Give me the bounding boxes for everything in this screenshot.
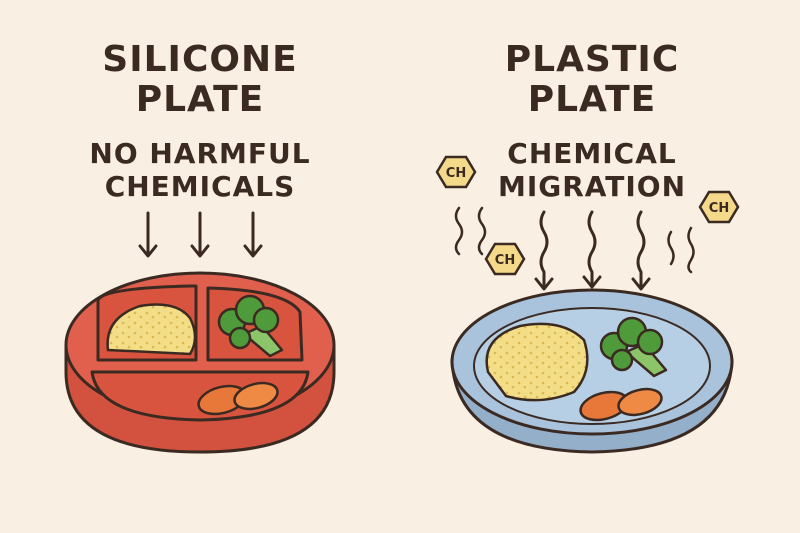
right-title: PLASTIC PLATE <box>442 40 742 120</box>
right-subtitle-line2: MIGRATION <box>497 170 687 203</box>
chemical-badge-icon: CH <box>435 155 477 189</box>
wavy-down-arrow-icon <box>631 210 651 291</box>
left-subtitle-line1: NO HARMFUL <box>89 137 311 170</box>
chemical-badge-icon: CH <box>484 242 526 276</box>
silicone-plate <box>64 271 336 454</box>
right-subtitle-line1: CHEMICAL <box>507 137 677 170</box>
down-arrows-left <box>138 211 263 258</box>
left-title-line2: PLATE <box>135 79 265 120</box>
left-subtitle-line2: CHEMICALS <box>104 170 296 203</box>
broccoli-left-icon <box>217 294 284 358</box>
down-arrow-icon <box>138 211 158 258</box>
svg-text:CH: CH <box>446 166 466 181</box>
rice-portion-right <box>485 322 589 402</box>
right-title-line1: PLASTIC <box>504 39 680 80</box>
left-title: SILICONE PLATE <box>50 40 350 120</box>
left-title-line1: SILICONE <box>102 39 298 80</box>
wavy-down-arrow-icon <box>582 210 602 289</box>
wavy-arrows-right <box>534 210 651 291</box>
right-subtitle: CHEMICAL MIGRATION <box>442 137 742 203</box>
down-arrow-icon <box>190 211 210 258</box>
down-arrow-icon <box>243 211 263 258</box>
rice-portion-left <box>106 303 197 356</box>
carrot-slices-right-icon <box>579 387 663 422</box>
svg-text:CH: CH <box>709 201 729 216</box>
broccoli-right-icon <box>599 316 668 378</box>
right-title-line2: PLATE <box>527 79 657 120</box>
wavy-down-arrow-icon <box>534 210 554 291</box>
carrot-slices-left-icon <box>197 381 279 416</box>
left-subtitle: NO HARMFUL CHEMICALS <box>50 137 350 203</box>
chemical-badge-icon: CH <box>698 190 740 224</box>
fume-lines <box>454 206 695 274</box>
svg-text:CH: CH <box>495 253 515 268</box>
